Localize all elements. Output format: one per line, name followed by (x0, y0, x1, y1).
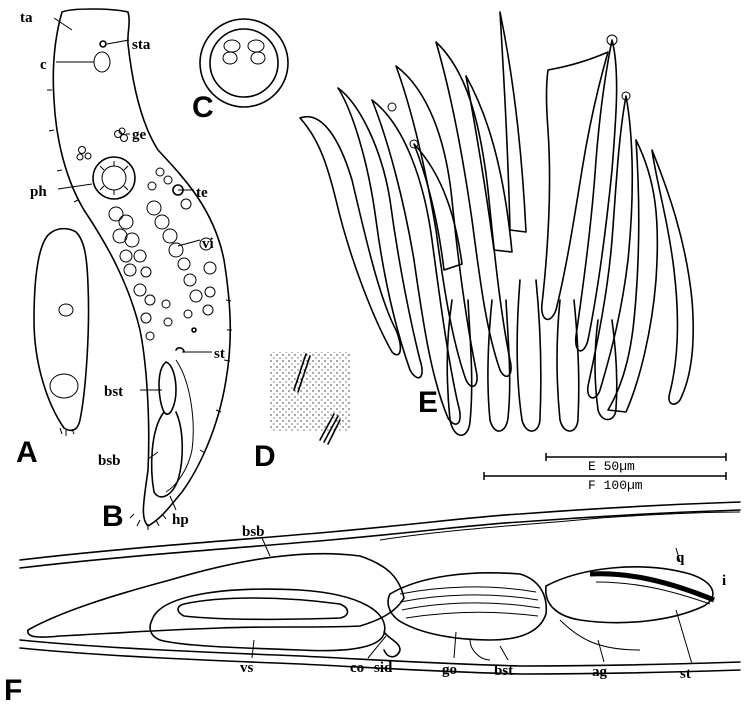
label-b-c: c (40, 57, 47, 73)
scale-bars (483, 453, 727, 480)
label-b-bsb: bsb (98, 453, 121, 469)
label-f-bsb: bsb (242, 524, 265, 540)
panel-label-e: E (418, 386, 438, 419)
vitellaria-follicles (108, 167, 217, 341)
label-f-q: q (676, 550, 685, 566)
leader-lines (53, 17, 693, 665)
label-b-sta: sta (132, 37, 151, 53)
panel-label-c: C (192, 91, 214, 124)
scale-bar-e-label: E 50µm (588, 459, 635, 474)
label-f-vs: vs (240, 660, 254, 676)
label-f-co: co (350, 660, 364, 676)
drawing-b-body-outline (47, 8, 232, 530)
drawing-e-stylets (299, 11, 695, 437)
label-b-ta: ta (20, 10, 33, 26)
label-b-ph: ph (30, 184, 47, 200)
panel-label-b: B (102, 500, 124, 533)
label-b-hp: hp (172, 512, 189, 528)
label-f-go: go (442, 662, 457, 678)
panel-label-a: A (16, 436, 38, 469)
scale-bar-f-label: F 100µm (588, 478, 643, 493)
label-b-bst: bst (104, 384, 123, 400)
label-b-st: st (214, 346, 225, 362)
drawing-d-spines (270, 352, 350, 445)
label-f-bst: bst (494, 663, 513, 679)
label-b-vi: vi (202, 236, 214, 252)
label-b-te: te (196, 185, 208, 201)
panel-label-d: D (254, 440, 276, 473)
drawing-f-section (19, 501, 741, 675)
panel-label-f: F (4, 674, 22, 707)
drawing-a-body-outline (33, 227, 90, 436)
label-b-ge: ge (132, 127, 147, 143)
label-f-st: st (680, 666, 691, 682)
label-f-sid: sid (374, 660, 393, 676)
label-f-i: i (722, 573, 726, 589)
label-f-ag: ag (592, 664, 608, 680)
drawing-c-egg (199, 18, 289, 108)
